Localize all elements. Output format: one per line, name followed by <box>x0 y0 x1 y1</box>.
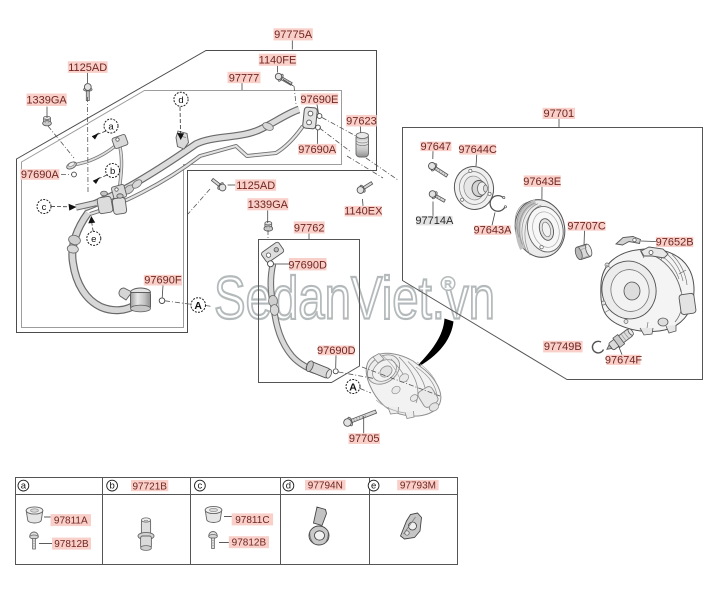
svg-text:e: e <box>371 481 376 492</box>
svg-text:97812B: 97812B <box>232 538 267 549</box>
svg-text:c: c <box>42 202 47 213</box>
svg-text:97794N: 97794N <box>308 481 343 492</box>
svg-text:97777: 97777 <box>229 72 260 84</box>
svg-text:97643A: 97643A <box>474 225 513 237</box>
svg-text:d: d <box>178 95 183 106</box>
svg-text:b: b <box>109 481 114 492</box>
svg-text:97690D: 97690D <box>288 259 327 271</box>
svg-text:97714A: 97714A <box>415 215 454 227</box>
svg-text:97652B: 97652B <box>656 237 694 249</box>
svg-text:97690F: 97690F <box>144 275 182 287</box>
svg-text:A: A <box>349 381 357 393</box>
svg-text:97721B: 97721B <box>132 481 167 492</box>
svg-text:a: a <box>108 122 114 133</box>
svg-text:97690E: 97690E <box>300 94 338 106</box>
svg-text:97749B: 97749B <box>544 341 582 353</box>
svg-text:1140FE: 1140FE <box>259 55 297 67</box>
svg-text:97643E: 97643E <box>523 176 561 188</box>
svg-text:97812B: 97812B <box>54 539 89 550</box>
svg-text:1125AD: 1125AD <box>236 180 275 192</box>
svg-text:97690D: 97690D <box>317 345 356 357</box>
svg-text:97705: 97705 <box>349 433 380 445</box>
svg-text:1125AD: 1125AD <box>68 62 107 74</box>
svg-text:c: c <box>198 481 203 492</box>
svg-text:97623: 97623 <box>346 116 377 128</box>
svg-text:97644C: 97644C <box>458 144 497 156</box>
svg-text:97811A: 97811A <box>54 516 88 527</box>
svg-text:1140EX: 1140EX <box>344 206 383 218</box>
svg-text:1339GA: 1339GA <box>26 95 67 107</box>
svg-text:97674F: 97674F <box>605 354 643 366</box>
svg-text:97793M: 97793M <box>400 481 436 492</box>
svg-text:A: A <box>194 300 202 312</box>
svg-text:97701: 97701 <box>544 108 575 120</box>
svg-text:e: e <box>91 234 96 245</box>
svg-text:b: b <box>110 166 115 177</box>
svg-text:R: R <box>444 279 452 291</box>
svg-text:97690A: 97690A <box>298 144 337 156</box>
svg-text:97647: 97647 <box>421 141 452 153</box>
svg-text:97690A: 97690A <box>21 169 60 181</box>
svg-text:97775A: 97775A <box>274 29 313 41</box>
svg-text:1339GA: 1339GA <box>248 199 289 211</box>
svg-text:d: d <box>286 481 291 492</box>
svg-text:97811C: 97811C <box>235 515 269 526</box>
svg-text:97707C: 97707C <box>567 221 606 233</box>
svg-text:97762: 97762 <box>294 223 325 235</box>
svg-text:a: a <box>21 481 27 492</box>
